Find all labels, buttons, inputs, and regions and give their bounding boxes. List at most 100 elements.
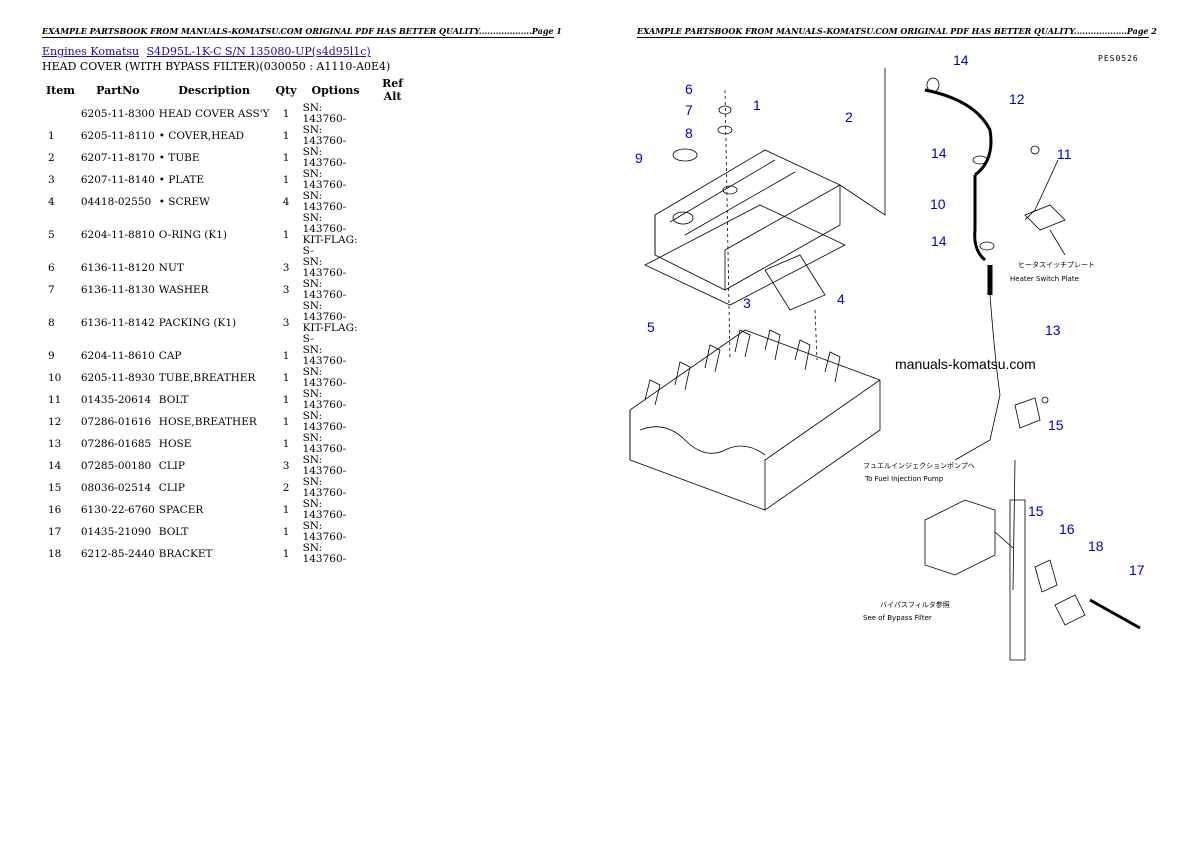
option-kit-flag: KIT-FLAG: S-: [302, 322, 358, 345]
ref-alt: [371, 301, 415, 345]
breadcrumb-link-model[interactable]: S4D95L-1K-C S/N 135080-UP(s4d95l1c): [146, 45, 371, 58]
item-number: 10: [48, 371, 62, 384]
part-description: • SCREW: [158, 195, 210, 208]
part-options: SN: 143760-KIT-FLAG: S-: [301, 213, 371, 257]
part-number: 6205-11-8930: [80, 371, 155, 384]
callout-17: 17: [1129, 562, 1145, 578]
option-kit-flag: KIT-FLAG: S-: [302, 234, 358, 257]
table-header-row: Item PartNo Description Qty Options Ref …: [42, 77, 415, 103]
ref-alt: [371, 279, 415, 301]
callout-2: 2: [845, 109, 853, 125]
label-fuel-jp: フュエルインジェクションポンプへ: [863, 462, 975, 470]
part-options: SN: 143760-: [301, 147, 371, 169]
item-number: 3: [48, 173, 55, 186]
part-qty: 1: [282, 525, 290, 538]
item-number: 1: [48, 129, 55, 142]
watermark: manuals-komatsu.com: [895, 356, 1036, 372]
item-number: 7: [48, 283, 55, 296]
option-sn: SN: 143760-: [302, 278, 347, 301]
part-number: 01435-20614: [80, 393, 152, 406]
part-qty: 1: [282, 129, 290, 142]
part-options: SN: 143760-: [301, 477, 371, 499]
column-header-partno: PartNo: [96, 83, 140, 97]
option-sn: SN: 143760-: [302, 542, 347, 565]
callout-11: 11: [1057, 146, 1072, 162]
part-options: SN: 143760-: [301, 499, 371, 521]
part-options: SN: 143760-: [301, 103, 371, 125]
ref-alt: [371, 389, 415, 411]
ref-alt: [371, 477, 415, 499]
diagram-page-code: PES0526: [1098, 54, 1139, 63]
part-number: 01435-21090: [80, 525, 152, 538]
item-number: 6: [48, 261, 55, 274]
part-number: 6207-11-8140: [80, 173, 155, 186]
callout-15-upper: 15: [1048, 417, 1064, 433]
part-description: O-RING (K1): [158, 228, 228, 241]
part-description: • COVER,HEAD: [158, 129, 245, 142]
parts-table: Item PartNo Description Qty Options Ref …: [42, 77, 415, 565]
part-description: BOLT: [158, 525, 189, 538]
item-number: 11: [48, 393, 62, 406]
page-title: HEAD COVER (WITH BYPASS FILTER)(030050 :…: [42, 60, 391, 73]
option-sn: SN: 143760-: [302, 410, 347, 433]
option-sn: SN: 143760-: [302, 432, 347, 455]
part-qty: 1: [282, 437, 290, 450]
label-fuel-en: To Fuel Injection Pump: [864, 475, 944, 483]
part-qty: 1: [282, 371, 290, 384]
part-options: SN: 143760-: [301, 521, 371, 543]
part-number: 6207-11-8170: [80, 151, 155, 164]
part-number: 04418-02550: [80, 195, 152, 208]
option-sn: SN: 143760-: [302, 256, 347, 279]
part-options: SN: 143760-: [301, 191, 371, 213]
label-heater-jp: ヒータスイッチプレート: [1018, 260, 1095, 269]
column-header-options: Options: [311, 83, 360, 97]
page-2: EXAMPLE PARTSBOOK FROM MANUALS-KOMATSU.C…: [595, 0, 1190, 842]
label-bypass-en: See of Bypass Filter: [863, 614, 932, 622]
option-sn: SN: 143760-: [302, 168, 347, 191]
item-number: 12: [48, 415, 62, 428]
callout-8: 8: [685, 125, 693, 141]
part-description: CLIP: [158, 481, 186, 494]
column-header-ref-alt: Ref Alt: [382, 77, 403, 103]
part-number: 6212-85-2440: [80, 547, 155, 560]
option-sn: SN: 143760-: [302, 344, 347, 367]
part-description: HEAD COVER ASS'Y: [158, 107, 270, 120]
page-header: EXAMPLE PARTSBOOK FROM MANUALS-KOMATSU.C…: [42, 26, 562, 36]
option-sn: SN: 143760-: [302, 300, 347, 323]
ref-alt: [371, 125, 415, 147]
item-number: 4: [48, 195, 55, 208]
column-header-qty: Qty: [275, 83, 297, 97]
ref-alt: [371, 411, 415, 433]
callout-13: 13: [1045, 322, 1061, 338]
option-sn: SN: 143760-: [302, 124, 347, 147]
page-1: EXAMPLE PARTSBOOK FROM MANUALS-KOMATSU.C…: [42, 26, 562, 565]
part-options: SN: 143760-: [301, 411, 371, 433]
ref-alt: [371, 147, 415, 169]
callout-14-mid: 14: [931, 145, 947, 161]
page-header: EXAMPLE PARTSBOOK FROM MANUALS-KOMATSU.C…: [637, 26, 1157, 36]
callout-14-top: 14: [953, 52, 969, 68]
callout-5: 5: [647, 319, 655, 335]
part-description: NUT: [158, 261, 184, 274]
item-number: 13: [48, 437, 62, 450]
part-qty: 1: [282, 228, 290, 241]
callout-3: 3: [743, 295, 751, 311]
part-description: CLIP: [158, 459, 186, 472]
ref-alt: [371, 433, 415, 455]
part-qty: 1: [282, 151, 290, 164]
part-qty: 3: [282, 283, 290, 296]
ref-alt: [371, 191, 415, 213]
part-number: 6136-11-8142: [80, 316, 155, 329]
breadcrumb-link-engines[interactable]: Engines Komatsu: [42, 45, 140, 58]
callout-1: 1: [753, 97, 761, 113]
option-sn: SN: 143760-: [302, 476, 347, 499]
part-number: 6136-11-8120: [80, 261, 155, 274]
